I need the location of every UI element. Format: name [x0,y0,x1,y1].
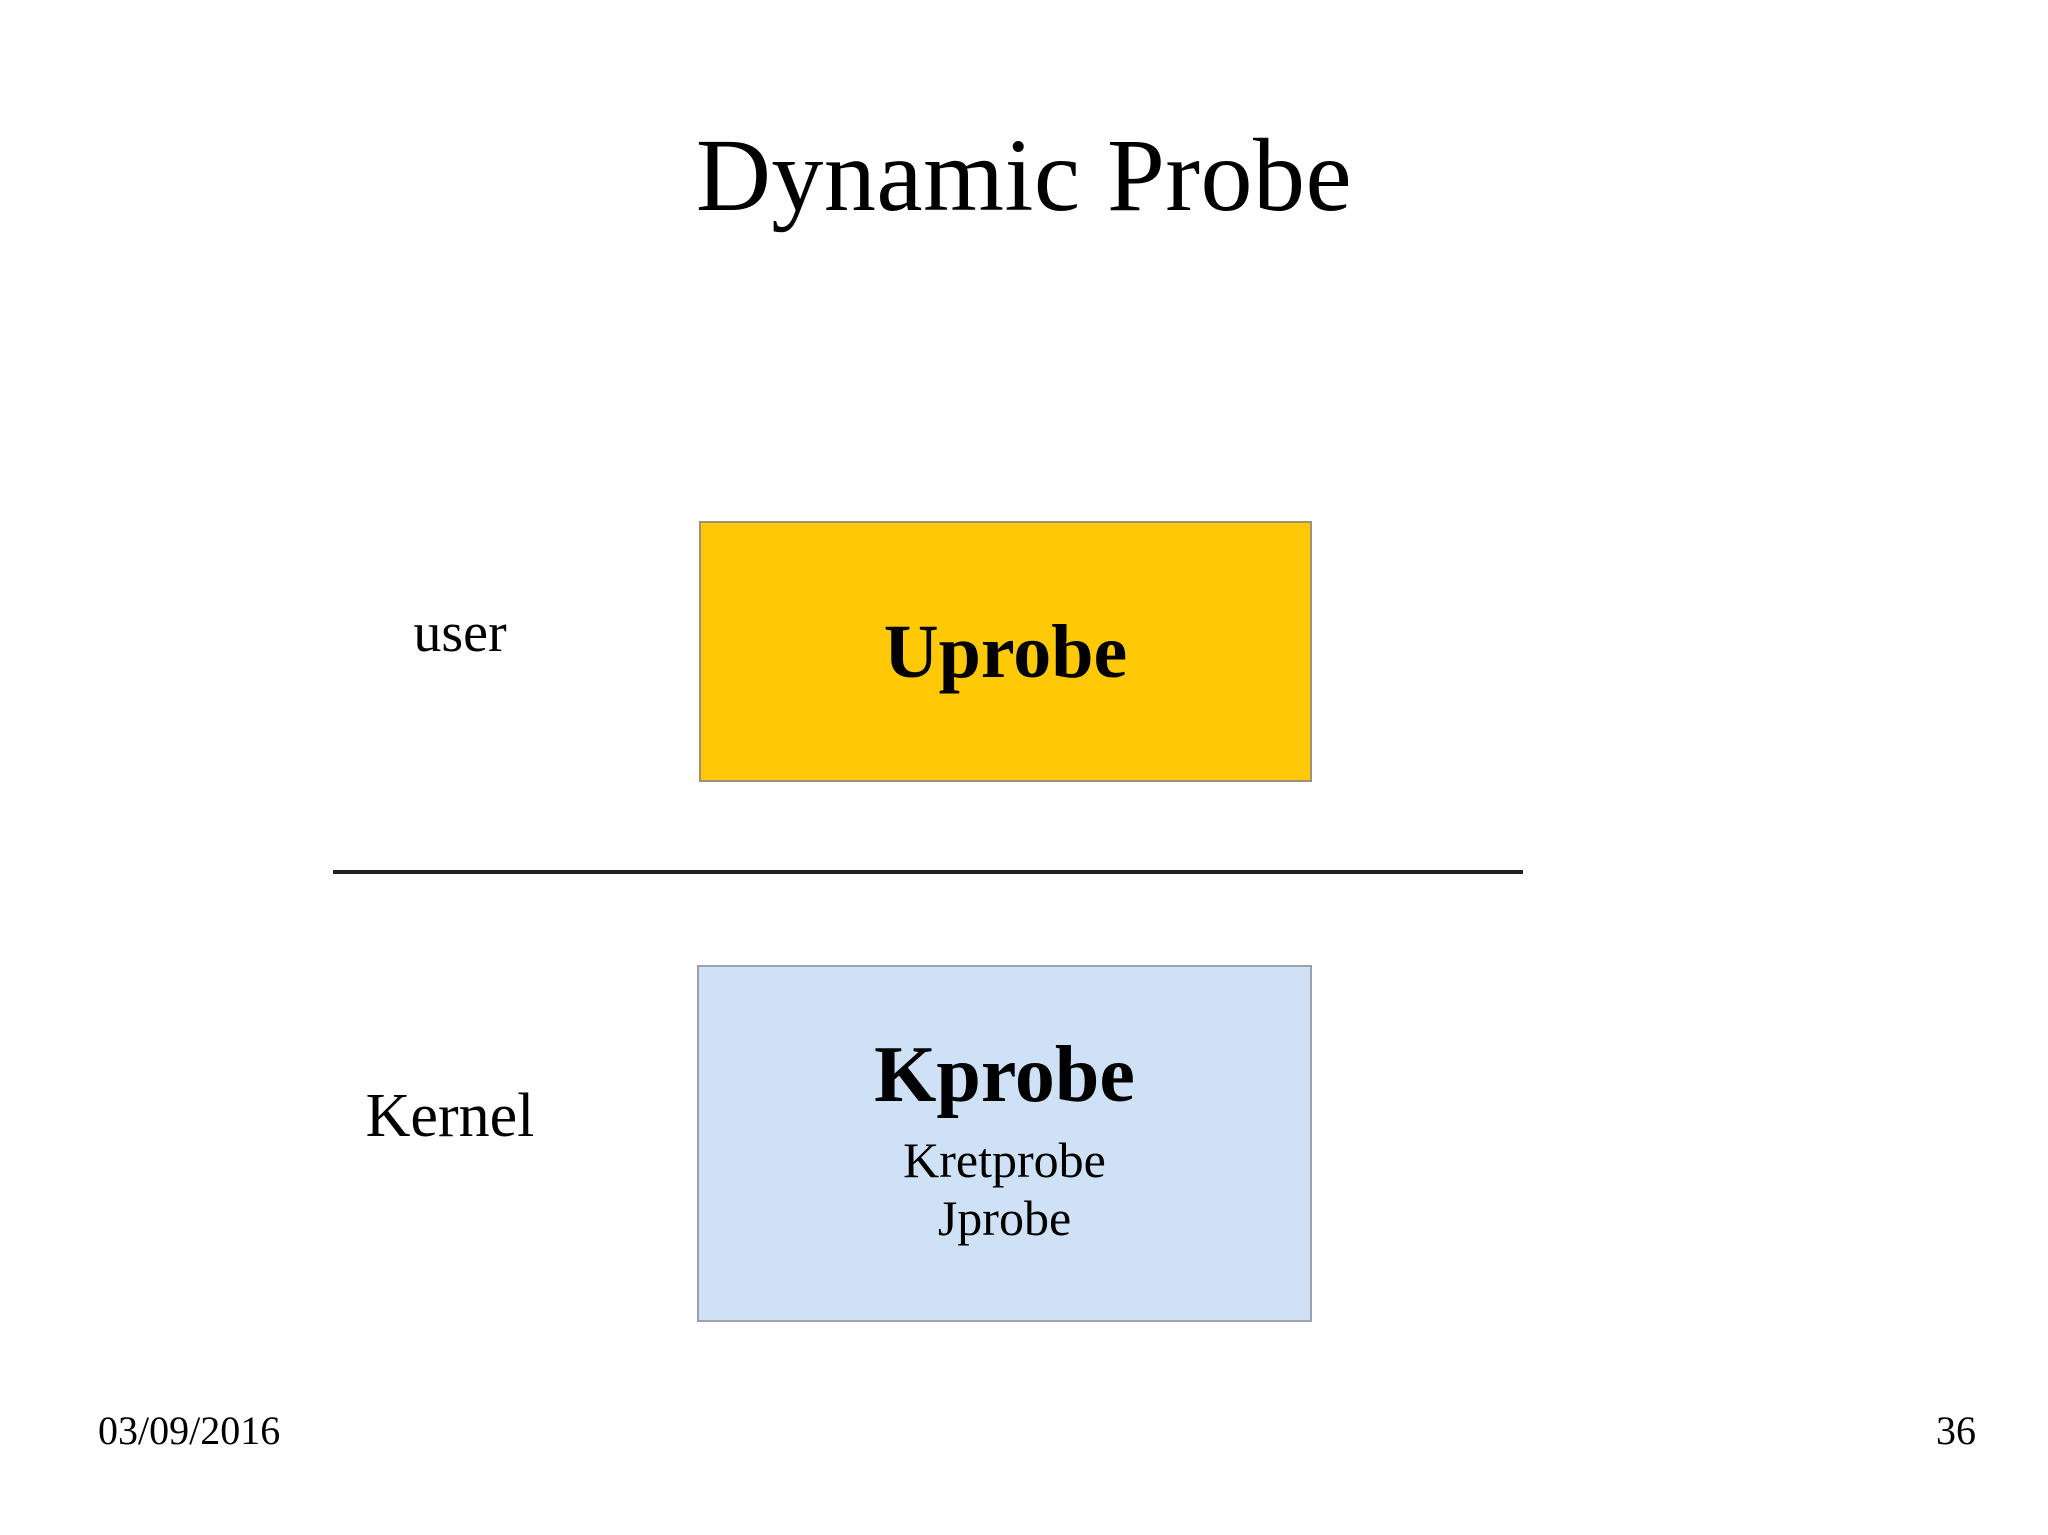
user-kernel-boundary-line [333,870,1523,874]
footer-page-number: 36 [1936,1408,1976,1453]
kprobe-box[interactable]: Kprobe Kretprobe Jprobe [697,965,1312,1322]
page-title: Dynamic Probe [695,118,1353,233]
kprobe-box-subitem-jprobe: Jprobe [937,1189,1072,1246]
layer-label-user: user [413,602,507,664]
footer-date: 03/09/2016 [98,1408,281,1453]
kprobe-box-subitem-kretprobe: Kretprobe [903,1131,1106,1188]
kprobe-box-title: Kprobe [874,1030,1135,1119]
uprobe-box-title: Uprobe [883,609,1128,694]
layer-label-kernel: Kernel [365,1082,535,1150]
uprobe-box[interactable]: Uprobe [699,521,1312,782]
